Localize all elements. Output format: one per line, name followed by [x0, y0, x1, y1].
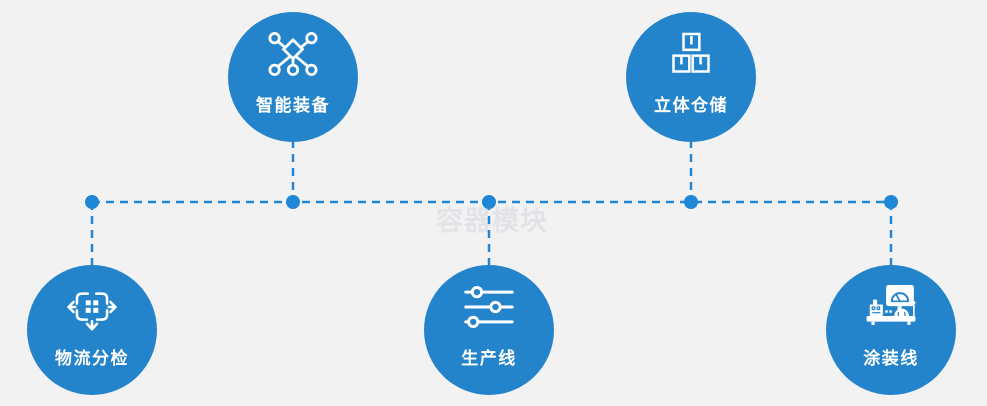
node-label: 立体仓储 [654, 96, 728, 115]
node-smart-equipment: 智能装备 [228, 12, 358, 142]
watermark: 容器模块 [436, 206, 548, 236]
node-logistics-sorting: 物流分检 [27, 265, 157, 395]
node-stereo-warehouse: 立体仓储 [626, 12, 756, 142]
network-nodes-icon [267, 30, 319, 78]
node-painting-line: 涂装线 [826, 265, 956, 395]
node-production-line: 生产线 [424, 265, 554, 395]
stacked-boxes-icon [666, 30, 716, 78]
node-label: 涂装线 [863, 349, 919, 368]
junction-dots [85, 195, 898, 209]
sliders-icon [463, 283, 515, 331]
control-console-icon [860, 283, 922, 331]
node-label: 物流分检 [55, 349, 129, 368]
node-label: 生产线 [461, 349, 517, 368]
sort-dispatch-icon [65, 283, 119, 331]
node-label: 智能装备 [256, 96, 330, 115]
